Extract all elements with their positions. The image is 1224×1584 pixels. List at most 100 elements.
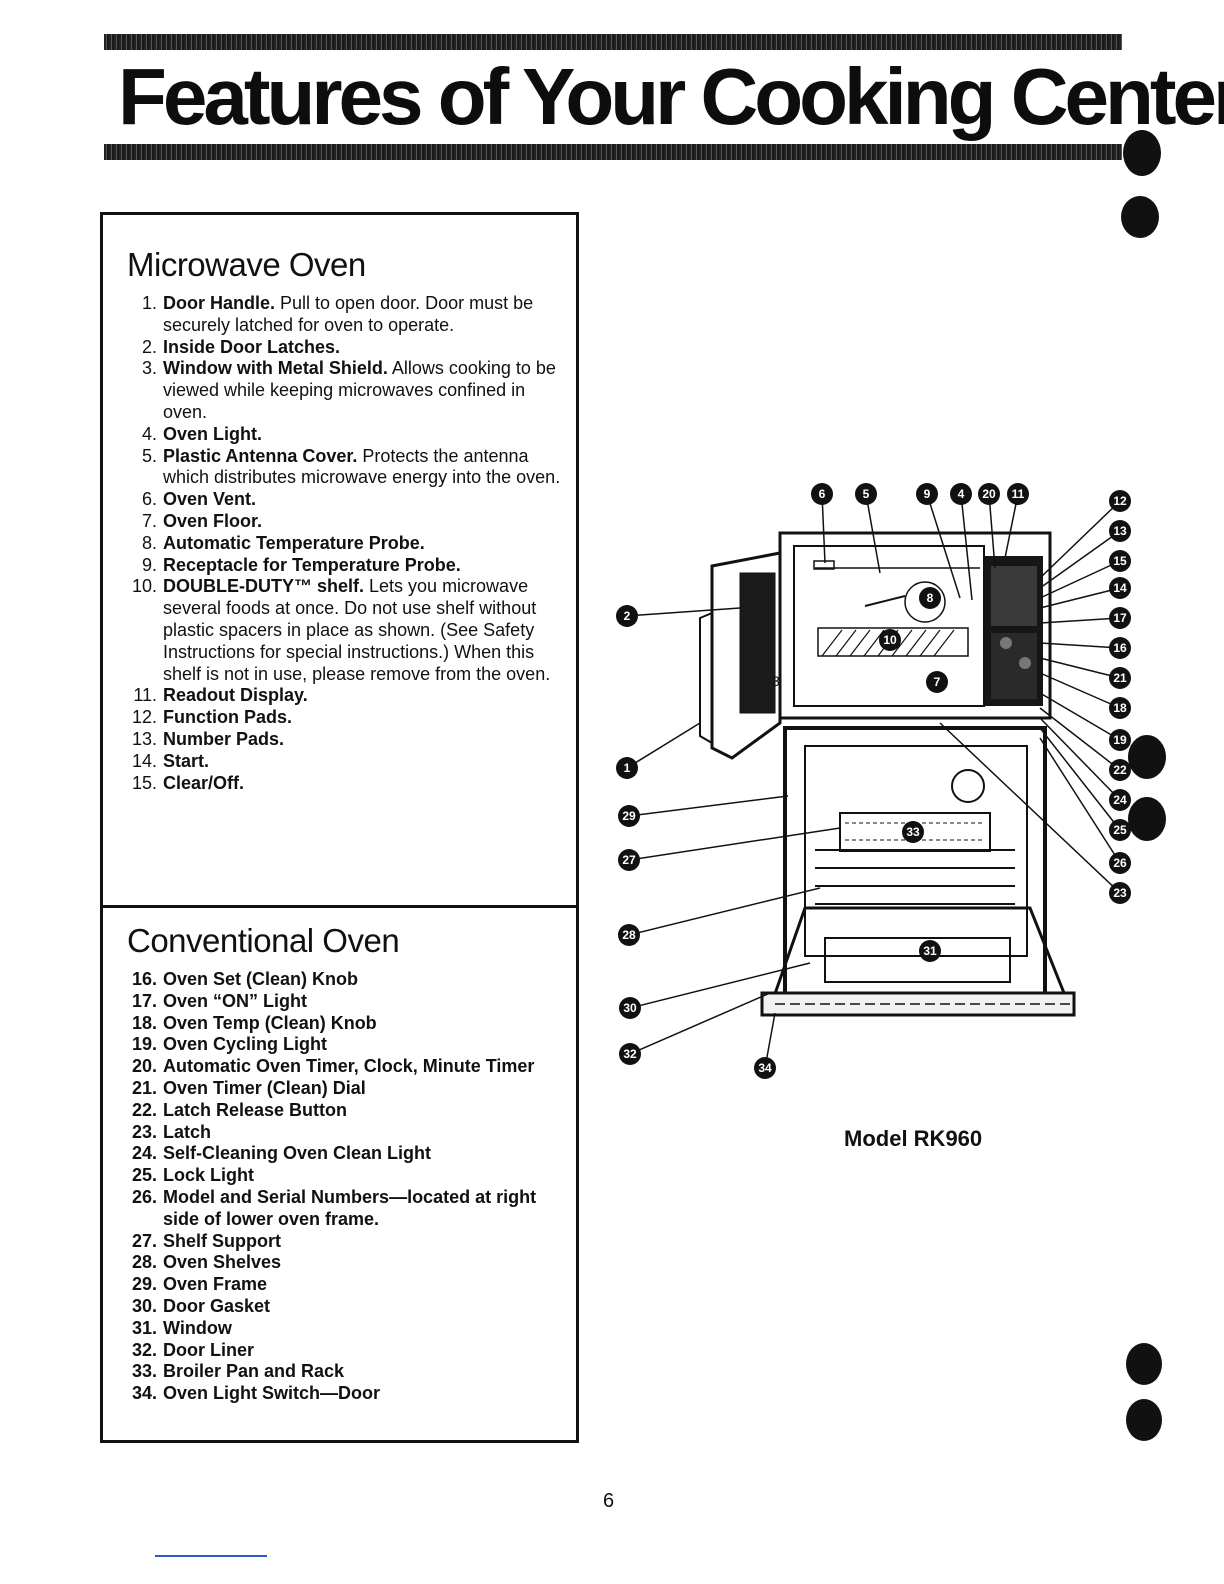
- callout-circle: [1109, 520, 1131, 542]
- feature-name: Oven Set (Clean) Knob: [163, 969, 359, 989]
- feature-description: Allows cooking to be viewed while keepin…: [163, 358, 556, 422]
- feature-name: Receptacle for Temperature Probe.: [163, 554, 461, 575]
- feature-item: 7.Oven Floor.: [103, 511, 576, 533]
- callout-marker-19: 19: [1109, 729, 1131, 751]
- callout-leader-line: [626, 722, 701, 769]
- feature-item: 9.Receptacle for Temperature Probe.: [103, 555, 576, 577]
- feature-item: 10.DOUBLE-DUTY™ shelf. Lets you microwav…: [103, 576, 576, 685]
- callout-marker-10: 10: [879, 629, 901, 651]
- section-divider: [103, 905, 576, 908]
- callout-number: 32: [623, 1047, 637, 1061]
- feature-item: 13. Number Pads.: [103, 729, 576, 751]
- callout-leader-line: [988, 493, 996, 569]
- microwave-open-door: [699, 551, 782, 760]
- binder-tab-dot: [1126, 1343, 1162, 1385]
- feature-number: 13.: [131, 728, 157, 749]
- feature-item: 20.Automatic Oven Timer, Clock, Minute T…: [103, 1056, 576, 1078]
- feature-number: 17.: [131, 990, 157, 1011]
- binder-tab-dot: [1121, 196, 1159, 238]
- feature-number: 19.: [131, 1034, 157, 1055]
- callout-leader-line: [628, 795, 789, 817]
- callout-number: 31: [923, 944, 937, 958]
- callout-marker-5: 5: [855, 483, 877, 505]
- feature-description: Pull to open door. Door must be securely…: [163, 293, 534, 335]
- feature-item: 19.Oven Cycling Light: [103, 1034, 576, 1056]
- callout-leader-line: [629, 962, 811, 1009]
- callout-leader-line: [1039, 672, 1121, 709]
- microwave-section: Microwave Oven 1.Door Handle. Pull to op…: [103, 245, 576, 794]
- callout-number: 27: [622, 853, 636, 867]
- callout-marker-8: 8: [919, 587, 941, 609]
- feature-item: 30.Door Gasket: [103, 1296, 576, 1318]
- feature-number: 8.: [141, 532, 157, 553]
- feature-number: 11.: [133, 685, 157, 706]
- callout-number: 1: [624, 761, 631, 775]
- feature-number: 7.: [141, 510, 157, 531]
- callout-marker-7: 7: [926, 671, 948, 693]
- callout-leader-line: [1039, 707, 1121, 771]
- feature-item: 26.Model and Serial Numbers—located at r…: [103, 1187, 576, 1231]
- callout-number: 18: [1113, 701, 1127, 715]
- callout-marker-29: 29: [618, 805, 640, 827]
- feature-item: 17. Oven “ON” Light: [103, 991, 576, 1013]
- callout-marker-2: 2: [616, 605, 638, 627]
- feature-item: 32.Door Liner: [103, 1340, 576, 1362]
- callout-circle: [919, 940, 941, 962]
- callout-marker-33: 33: [902, 821, 924, 843]
- callout-number: 2: [624, 609, 631, 623]
- feature-description: —located at right side of lower oven fra…: [163, 1186, 537, 1229]
- feature-name: Door Gasket: [163, 1295, 271, 1316]
- feature-item: 12.Function Pads.: [103, 707, 576, 729]
- callout-circle: [1109, 759, 1131, 781]
- feature-number: 26.: [131, 1186, 157, 1207]
- feature-name: Window: [163, 1317, 232, 1338]
- feature-number: 18.: [131, 1012, 157, 1033]
- section-title-conventional: Conventional Oven: [127, 922, 400, 959]
- callout-marker-28: 28: [618, 924, 640, 946]
- callout-circle: [1109, 667, 1131, 689]
- feature-name: Oven “ON” Light: [163, 990, 307, 1011]
- callout-marker-22: 22: [1109, 759, 1131, 781]
- callout-marker-6: 6: [811, 483, 833, 505]
- callout-leader-line: [1039, 657, 1121, 679]
- callout-marker-4: 4: [950, 483, 972, 505]
- feature-number: 15.: [131, 772, 157, 793]
- feature-item: 18. Oven Temp (Clean) Knob: [103, 1013, 576, 1035]
- callout-marker-34: 34: [754, 1057, 776, 1079]
- feature-name: Oven Vent.: [163, 489, 257, 510]
- feature-name: Latch Release Button: [163, 1099, 348, 1120]
- feature-number: 3.: [141, 358, 157, 379]
- callout-circle: [1109, 637, 1131, 659]
- feature-item: 22.Latch Release Button: [103, 1100, 576, 1122]
- callout-leader-line: [960, 493, 973, 601]
- callout-circle: [1109, 577, 1131, 599]
- callout-marker-9: 9: [916, 483, 938, 505]
- feature-item: 33.Broiler Pan and Rack: [103, 1361, 576, 1383]
- callout-marker-16: 16: [1109, 637, 1131, 659]
- callout-leader-line: [821, 493, 826, 564]
- feature-item: 15.Clear/Off.: [103, 773, 576, 795]
- feature-number: 31.: [131, 1317, 157, 1338]
- callout-number: 21: [1113, 671, 1127, 685]
- callout-number: 34: [758, 1061, 772, 1075]
- callout-leader-line: [1039, 642, 1121, 649]
- window-label: 3: [772, 673, 780, 689]
- callout-marker-13: 13: [1109, 520, 1131, 542]
- feature-item: 25.Lock Light: [103, 1165, 576, 1187]
- callout-marker-11: 11: [1007, 483, 1029, 505]
- feature-name: Oven Temp (Clean) Knob: [163, 1012, 377, 1033]
- callout-number: 14: [1113, 581, 1127, 595]
- callout-circle: [855, 483, 877, 505]
- callout-marker-26: 26: [1109, 852, 1131, 874]
- callout-marker-32: 32: [619, 1043, 641, 1065]
- feature-description: Protects the antenna which distributes m…: [163, 445, 561, 488]
- feature-description: Lets you microwave several foods at once…: [163, 576, 551, 684]
- callout-marker-15: 15: [1109, 550, 1131, 572]
- callout-leader-line: [926, 493, 961, 599]
- callout-leader-line: [1039, 530, 1121, 589]
- feature-item: 3.Window with Metal Shield. Allows cooki…: [103, 358, 576, 423]
- callout-leader-line: [1039, 617, 1121, 624]
- feature-item: 23.Latch: [103, 1122, 576, 1144]
- feature-item: 5.Plastic Antenna Cover. Protects the an…: [103, 446, 576, 490]
- feature-name: Number Pads.: [163, 728, 285, 749]
